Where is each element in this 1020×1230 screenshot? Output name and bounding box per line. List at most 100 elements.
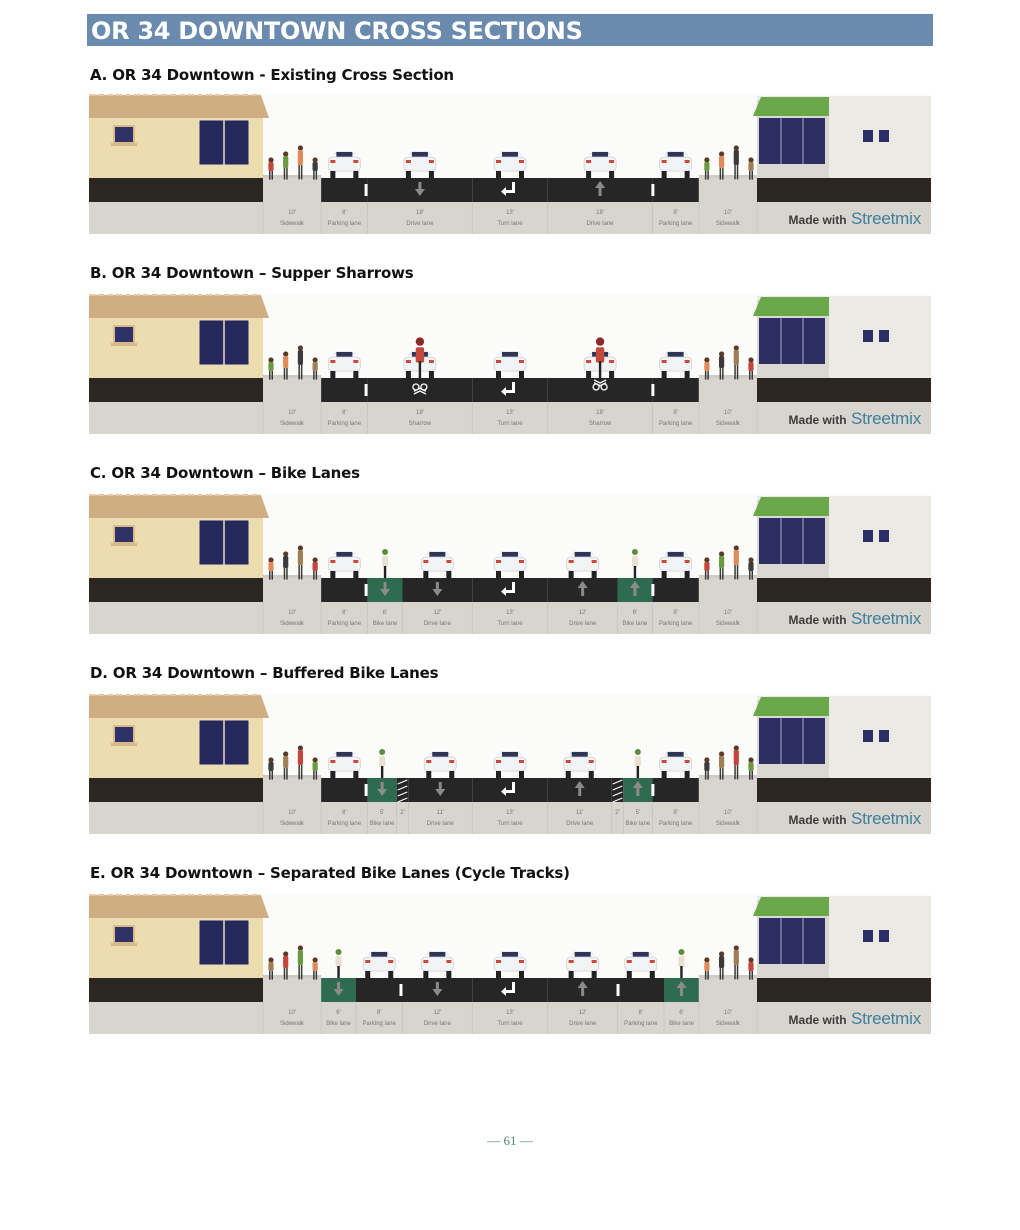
streetmix-watermark: Made with Streetmix: [788, 609, 922, 629]
segment-name-label: Sidewalk: [716, 1021, 741, 1027]
segment-name-label: Parking lane: [659, 621, 693, 627]
house-left: [89, 694, 269, 778]
window-icon: [879, 930, 889, 942]
segment-width-label: 8': [342, 410, 346, 416]
pedestrian-icon: [748, 957, 754, 980]
parking-mark: [399, 984, 403, 996]
cyclist-icon: [335, 949, 342, 978]
segment-width-label: 10': [724, 210, 732, 216]
segment-drive: 12' Drive lane: [547, 551, 618, 634]
sharrow-icon: [592, 379, 608, 391]
cyclist-icon: [631, 549, 638, 578]
segment-width-label: 5': [380, 810, 384, 816]
made-with-label: Made with: [788, 613, 847, 627]
segment-turn: 13'Turn lane: [471, 751, 548, 834]
segment-width-label: 10': [724, 1010, 732, 1016]
segment-name-label: Sidewalk: [280, 621, 305, 627]
shop-window-icon: [759, 918, 825, 964]
segment-drive: 18'Drive lane: [547, 151, 653, 234]
segment-width-label: 12': [433, 1010, 441, 1016]
awning: [753, 97, 829, 116]
segment-surface: [263, 578, 322, 602]
pedestrian-icon: [297, 945, 304, 980]
segment-width-label: 12': [579, 610, 587, 616]
segment-surface: [263, 178, 322, 202]
cyclist-icon: [379, 749, 386, 778]
segment-name-label: Drive lane: [569, 1021, 597, 1027]
segment-parking: 8'Parking lane: [320, 151, 368, 234]
segment-name-label: Sidewalk: [280, 1021, 305, 1027]
segment-name-label: Sidewalk: [716, 421, 741, 427]
arrow-down-icon: [380, 582, 391, 596]
segment-width-label: 8': [673, 210, 677, 216]
made-with-label: Made with: [788, 213, 847, 227]
segment-name-label: Turn lane: [497, 221, 523, 227]
segment-width-label: 8': [342, 210, 346, 216]
segment-parking: 8'Parking lane: [616, 951, 665, 1034]
awning: [753, 697, 829, 716]
pedestrian-icon: [704, 157, 710, 180]
segment-name-label: Drive lane: [424, 621, 452, 627]
segment-width-label: 13': [506, 410, 514, 416]
segment-bike: 5'Bike lane: [367, 749, 397, 834]
pedestrian-icon: [297, 545, 304, 580]
car-icon: [327, 751, 361, 778]
pedestrian-icon: [312, 557, 318, 580]
house-left: [89, 294, 269, 378]
segment-sidewalk: 10'Sidewalk: [262, 545, 322, 634]
segment-name-label: Drive lane: [569, 621, 597, 627]
segment-surface: [698, 178, 757, 202]
storefront-right: [753, 296, 931, 378]
label-strip: [89, 1002, 931, 1034]
segment-buffer: 2': [396, 778, 409, 834]
segment-surface: [396, 778, 409, 802]
car-icon: [362, 951, 396, 978]
segment-drive: 18'Drive lane: [367, 151, 473, 234]
streetmix-logo: Streetmix: [851, 209, 921, 228]
cyclist-icon: [415, 337, 425, 378]
streetmix-watermark: Made with Streetmix: [788, 209, 922, 229]
segment-parking: 8'Parking lane: [320, 551, 368, 634]
segment-name-label: Drive lane: [406, 221, 434, 227]
parking-mark: [651, 784, 655, 796]
car-icon: [659, 151, 693, 178]
segment-parking: 8'Parking lane: [651, 151, 699, 234]
parking-mark: [364, 584, 368, 596]
page-number: — 61 —: [487, 1133, 533, 1148]
label-strip: [89, 802, 931, 834]
segment-surface: [321, 378, 368, 402]
pedestrian-icon: [718, 751, 725, 780]
segment-buffer: 2': [611, 778, 624, 834]
segment-parking: 8'Parking lane: [651, 551, 699, 634]
pedestrian-icon: [748, 357, 754, 380]
segment-width-label: 5': [636, 810, 640, 816]
segment-sidewalk: 10'Sidewalk: [262, 945, 322, 1034]
segment-name-label: Sidewalk: [716, 221, 741, 227]
segment-name-label: Parking lane: [363, 1021, 397, 1027]
building-base-right: [757, 978, 931, 1002]
segment-parking: 8'Parking lane: [320, 351, 368, 434]
parking-mark: [651, 584, 655, 596]
turn-arrow-icon: [501, 782, 515, 796]
window-icon: [863, 730, 873, 742]
segment-width-label: 6': [383, 610, 387, 616]
segment-width-label: 8': [377, 1010, 381, 1016]
label-strip: [89, 402, 931, 434]
segment-sharrow: 18'Sharrow: [547, 337, 653, 434]
segment-width-label: 13': [506, 810, 514, 816]
cyclist-icon: [382, 549, 389, 578]
car-icon: [624, 951, 658, 978]
segment-sidewalk: 10'Sidewalk: [262, 345, 322, 434]
car-icon: [420, 951, 454, 978]
segment-surface: [263, 378, 322, 402]
segment-surface: [321, 578, 368, 602]
segment-sidewalk: 10'Sidewalk: [698, 345, 757, 434]
car-icon: [493, 751, 527, 778]
building-base-left: [89, 778, 263, 802]
